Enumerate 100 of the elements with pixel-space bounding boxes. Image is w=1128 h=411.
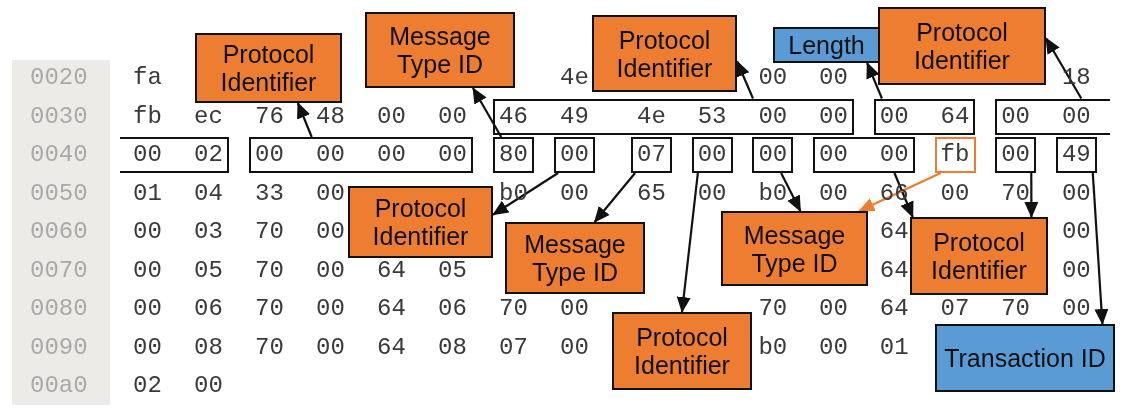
- highlighted-byte-outline: [249, 137, 473, 173]
- highlighted-byte-outline: [934, 137, 976, 173]
- hex-byte: 05: [194, 256, 223, 285]
- hex-byte: 00: [560, 333, 589, 362]
- hex-byte: 00: [133, 141, 162, 169]
- hex-byte: 00: [316, 333, 345, 362]
- leader-arrow: [593, 172, 636, 223]
- offset-number: 0030: [30, 102, 88, 131]
- highlighted-byte-outline: [493, 98, 855, 135]
- callout-label: Protocol Identifier: [910, 217, 1048, 295]
- highlighted-byte-outline: [813, 137, 915, 173]
- hex-byte: 06: [438, 295, 467, 323]
- offset-number: 0080: [30, 295, 88, 323]
- callout-label: Transaction ID: [935, 324, 1115, 392]
- hex-byte: 70: [499, 295, 528, 323]
- offset-number: 0090: [30, 333, 88, 362]
- hex-byte: 06: [194, 295, 223, 323]
- highlighted-byte-outline: [493, 137, 534, 173]
- hex-byte: 33: [255, 179, 284, 208]
- highlighted-byte-outline: [120, 137, 229, 173]
- hex-byte: 00: [316, 256, 345, 285]
- offset-number: 0070: [30, 256, 88, 285]
- hex-byte: 03: [194, 218, 223, 246]
- highlighted-byte-outline: [1055, 137, 1097, 173]
- hex-byte: 07: [499, 333, 528, 362]
- highlighted-byte-outline: [691, 137, 733, 173]
- hex-byte: 70: [255, 295, 284, 323]
- hex-byte: 00: [940, 179, 970, 208]
- offset-number: 0060: [30, 218, 88, 246]
- leader-arrow: [676, 172, 699, 313]
- leader-arrow: [780, 172, 802, 212]
- hex-byte: 64: [377, 256, 406, 285]
- hex-byte: 00: [316, 141, 345, 169]
- hex-byte: 04: [194, 179, 223, 208]
- hex-byte: 00: [194, 372, 223, 400]
- hex-byte: 00: [697, 141, 727, 169]
- hex-byte: b0: [758, 333, 788, 362]
- leader-arrow: [866, 62, 883, 99]
- hex-byte: 00: [560, 179, 589, 208]
- hex-byte: 53: [697, 102, 727, 131]
- hex-byte: 00: [819, 333, 848, 362]
- hex-byte: 00: [316, 295, 345, 323]
- hex-byte: 70: [255, 333, 284, 362]
- callout-label: Message Type ID: [365, 12, 515, 88]
- offset-number: 0020: [30, 64, 88, 92]
- hex-byte: 00: [560, 295, 589, 323]
- hex-byte: 00: [133, 256, 162, 285]
- hex-byte: 00: [819, 295, 848, 323]
- hex-byte: 70: [758, 295, 788, 323]
- offset-number: 0040: [30, 141, 88, 169]
- hex-byte: 00: [1001, 141, 1030, 169]
- hex-byte: 00: [377, 102, 406, 131]
- hex-byte: 65: [637, 179, 666, 208]
- highlighted-byte-outline: [554, 137, 595, 173]
- hex-byte: 46: [499, 102, 528, 131]
- hex-byte: 07: [940, 295, 970, 323]
- hex-byte: 4e: [560, 64, 589, 92]
- hex-byte: 00: [758, 102, 788, 131]
- hex-byte: fb: [940, 141, 970, 169]
- hex-byte: 08: [438, 333, 467, 362]
- hex-byte: 00: [438, 102, 467, 131]
- callout-label: Protocol Identifier: [348, 186, 493, 258]
- hex-byte: 48: [316, 102, 345, 131]
- hex-byte: 00: [316, 179, 345, 208]
- hex-byte: 00: [377, 141, 406, 169]
- leader-arrow: [1024, 173, 1039, 218]
- hex-byte: 00: [819, 179, 848, 208]
- hex-byte: 49: [1061, 141, 1091, 169]
- hex-byte: 64: [940, 102, 970, 131]
- hex-byte: b0: [758, 179, 788, 208]
- hex-byte: 00: [758, 64, 788, 92]
- leader-arrow: [296, 102, 313, 138]
- hex-byte: 00: [255, 141, 284, 169]
- callout-label: Protocol Identifier: [612, 312, 752, 390]
- hex-byte: 49: [560, 102, 589, 131]
- hex-byte: 00: [316, 218, 345, 246]
- callout-label: Protocol Identifier: [592, 15, 737, 92]
- offset-number: 00a0: [30, 372, 88, 400]
- hex-byte: 70: [1001, 295, 1030, 323]
- callout-label: Protocol Identifier: [195, 33, 342, 103]
- highlighted-byte-outline: [631, 137, 672, 173]
- hex-byte: 64: [879, 295, 909, 323]
- hex-byte: 01: [879, 333, 909, 362]
- hex-byte: 00: [819, 102, 848, 131]
- hex-byte: 00: [879, 141, 909, 169]
- highlighted-byte-outline: [873, 98, 976, 135]
- hex-byte: 70: [1001, 179, 1030, 208]
- hex-byte: ec: [194, 102, 223, 131]
- callout-label: Message Type ID: [505, 222, 645, 294]
- hex-byte: fb: [133, 102, 162, 131]
- hex-byte: 07: [637, 141, 666, 169]
- hex-byte: 02: [194, 141, 223, 169]
- leader-arrow: [736, 60, 754, 99]
- hex-byte: 00: [1061, 295, 1091, 323]
- offset-number: 0050: [30, 179, 88, 208]
- highlighted-byte-outline: [752, 137, 794, 173]
- hex-byte: 00: [879, 102, 909, 131]
- hex-byte: fa: [133, 64, 162, 92]
- hex-byte: 00: [1061, 102, 1091, 131]
- hex-byte: 00: [1061, 218, 1091, 246]
